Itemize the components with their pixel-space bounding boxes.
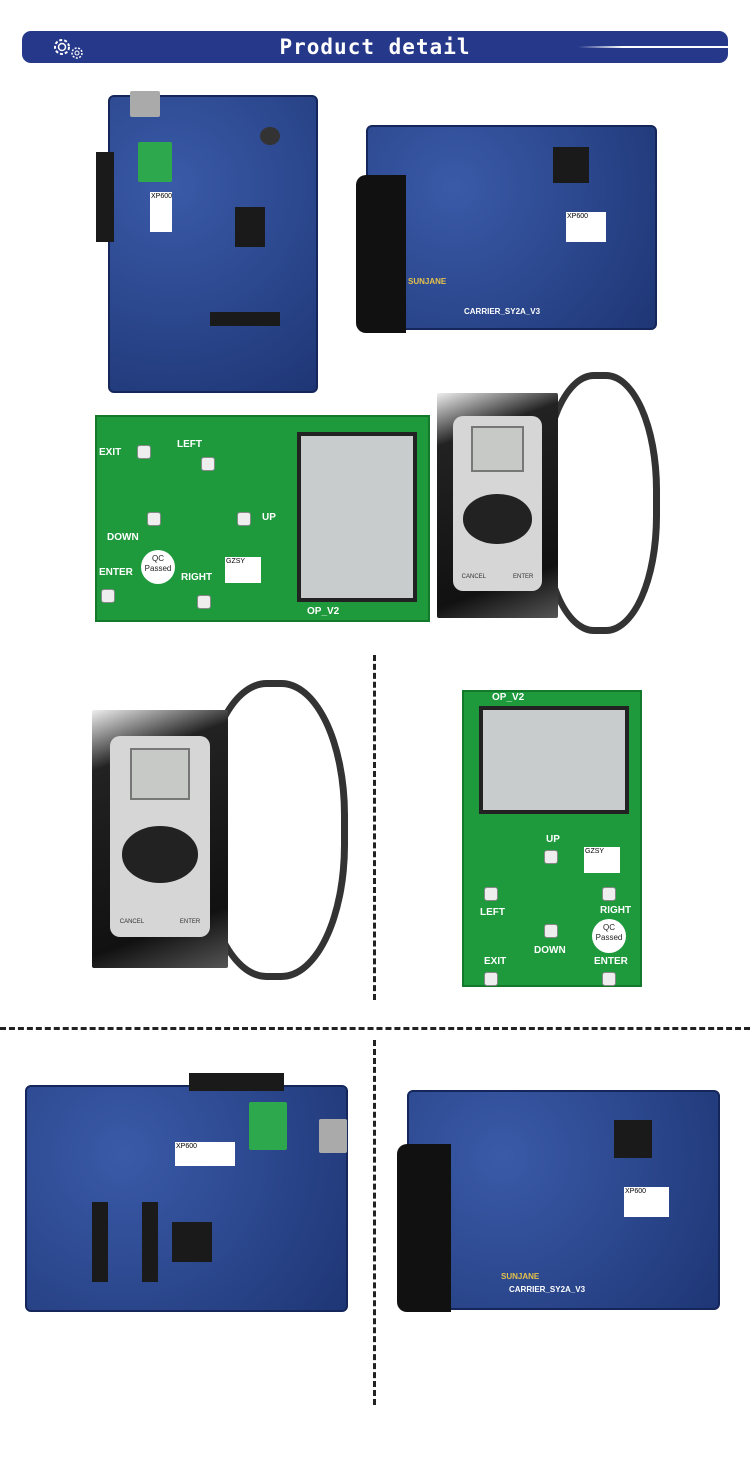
divider <box>373 1040 376 1405</box>
carrier-board-photo-1: XP600 CARRIER_SY2A_V3 SUNJANE <box>356 125 657 333</box>
banner-line <box>578 46 728 48</box>
exit-label: EXIT <box>99 447 122 458</box>
down-label: DOWN <box>107 532 139 543</box>
carrier-board-photo-2: XP600 CARRIER_SY2A_V3 SUNJANE <box>397 1090 720 1312</box>
sticker: XP600 <box>150 192 172 232</box>
right-label: RIGHT <box>600 905 632 916</box>
cancel-key-label: CANCEL <box>119 918 145 925</box>
enter-label: ENTER <box>594 956 628 967</box>
left-label: LEFT <box>177 439 202 450</box>
enter-key-label: ENTER <box>179 918 201 925</box>
divider <box>373 655 376 1000</box>
op-board-photo-2: OP_V2 UP LEFT RIGHT DOWN EXIT ENTER QC P… <box>462 690 642 987</box>
up-label: UP <box>546 834 560 845</box>
gzsy-sticker: GZSY <box>225 557 261 583</box>
gzsy-sticker: GZSY <box>584 847 620 873</box>
enter-label: ENTER <box>99 567 133 578</box>
cancel-key-label: CANCEL <box>461 574 487 581</box>
header-banner: Product detail <box>22 31 728 63</box>
brand-label: SUNJANE <box>501 1272 540 1281</box>
divider <box>0 1027 750 1030</box>
sticker: XP600 <box>624 1187 669 1217</box>
enter-key-label: ENTER <box>512 574 534 581</box>
page-title: Product detail <box>279 35 471 59</box>
sticker: XP600 <box>566 212 606 242</box>
down-label: DOWN <box>534 945 566 956</box>
gears-icon <box>54 39 83 59</box>
op-board-photo-1: LEFT EXIT DOWN UP ENTER RIGHT QC Passed … <box>95 415 430 622</box>
carrier-label: CARRIER_SY2A_V3 <box>509 1285 586 1294</box>
ribbon-cable <box>540 372 660 634</box>
main-board-photo-1: XP600 <box>96 91 318 393</box>
right-label: RIGHT <box>181 572 213 583</box>
main-board-photo-2: XP600 <box>25 1073 348 1312</box>
op-label: OP_V2 <box>492 692 525 703</box>
keypad-panel-photo-1: CANCEL ENTER <box>437 393 558 618</box>
exit-label: EXIT <box>484 956 507 967</box>
qc-sticker: QC Passed <box>592 919 626 953</box>
sticker: XP600 <box>175 1142 235 1166</box>
up-label: UP <box>262 512 276 523</box>
qc-sticker: QC Passed <box>141 550 175 584</box>
carrier-label: CARRIER_SY2A_V3 <box>464 307 541 316</box>
left-label: LEFT <box>480 907 505 918</box>
brand-label: SUNJANE <box>408 277 447 286</box>
op-label: OP_V2 <box>307 606 340 617</box>
keypad-panel-photo-2: CANCEL ENTER <box>92 710 228 968</box>
